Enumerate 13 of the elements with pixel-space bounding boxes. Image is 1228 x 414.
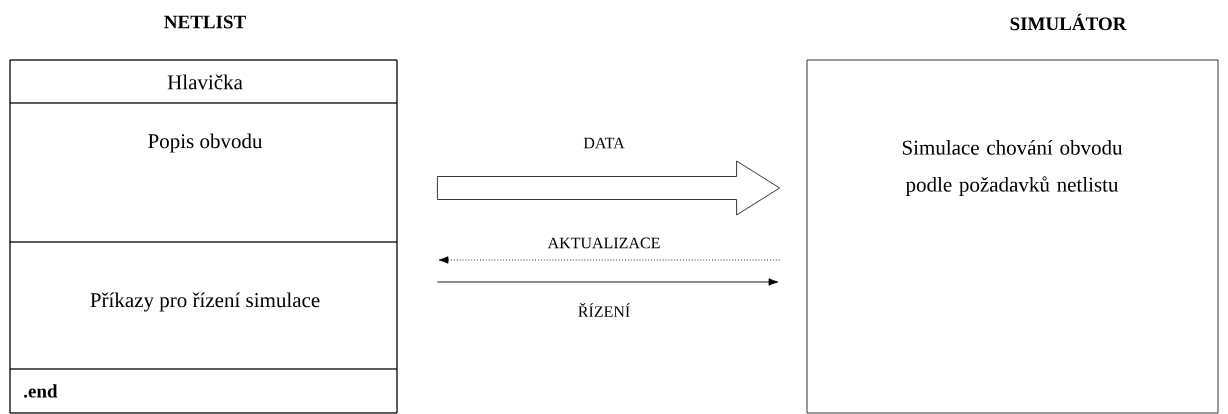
section-box: .end — [9, 368, 398, 414]
edge-label: DATA — [582, 136, 626, 150]
edge-label: AKTUALIZACE — [546, 236, 662, 250]
section-box: Hlavička — [9, 59, 398, 104]
simulator-box: Simulace chování obvodu podle požadavků netlistu — [806, 59, 1219, 414]
heading: SIMULÁTOR — [1010, 13, 1127, 31]
arrow — [438, 256, 781, 264]
arrow — [437, 160, 780, 216]
heading: NETLIST — [164, 15, 246, 29]
section-box: Popis obvodu — [9, 102, 398, 243]
edge-label: ŘÍZENÍ — [576, 302, 632, 318]
arrow — [436, 278, 779, 286]
section-box: Příkazy pro řízení simulace — [9, 241, 398, 370]
